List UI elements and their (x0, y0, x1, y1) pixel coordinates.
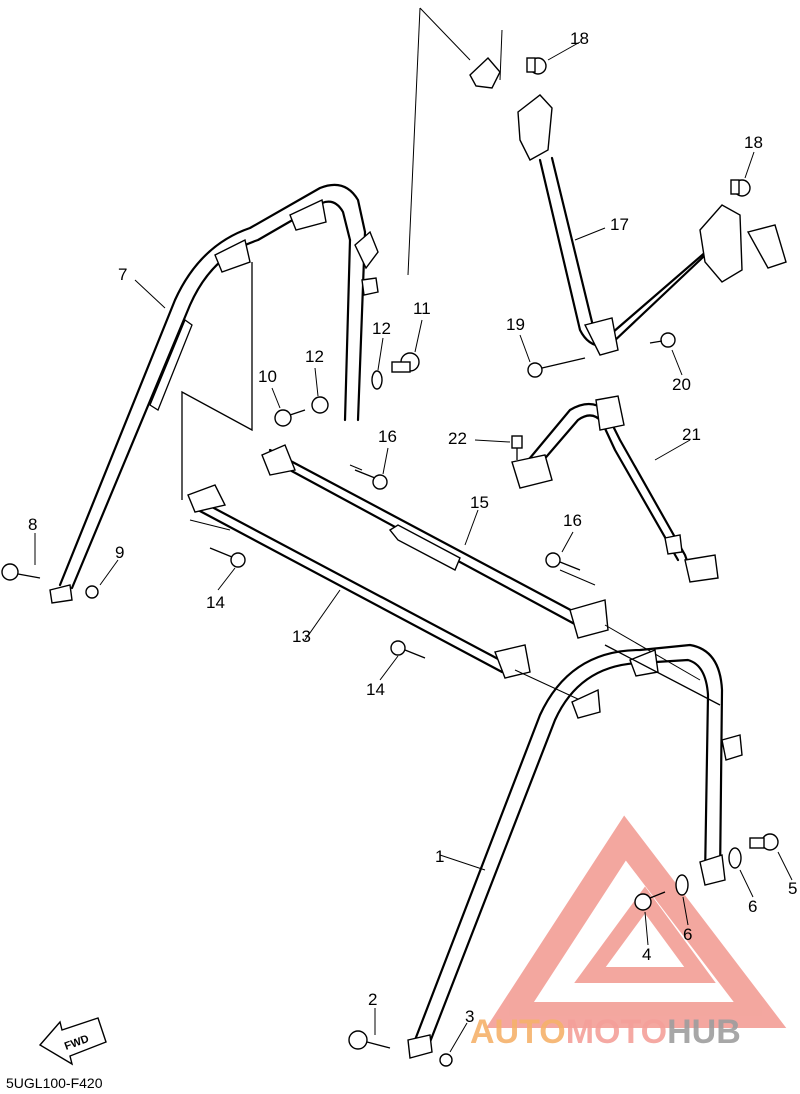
callout-19: 19 (506, 315, 525, 334)
callout-3: 3 (465, 1007, 474, 1026)
callout-13: 13 (292, 627, 311, 646)
callout-16a: 16 (378, 427, 397, 446)
callout-12b: 12 (305, 347, 324, 366)
callout-16b: 16 (563, 511, 582, 530)
callout-5: 5 (788, 879, 797, 898)
callout-6: 6 (748, 897, 757, 916)
callout-22: 22 (448, 429, 467, 448)
diagram-code: 5UGL100-F420 (6, 1075, 103, 1091)
callout-10: 10 (258, 367, 277, 386)
callout-21: 21 (682, 425, 701, 444)
callout-15: 15 (470, 493, 489, 512)
callout-4: 4 (642, 945, 651, 964)
fwd-arrow-icon: FWD (38, 1017, 107, 1066)
callout-9: 9 (115, 543, 124, 562)
callout-18b: 18 (744, 133, 763, 152)
cross-bar-13 (187, 484, 531, 679)
watermark-auto: AUTO (470, 1013, 566, 1051)
diagonal-brace (469, 56, 787, 356)
front-roll-bar (407, 643, 743, 1059)
lower-brace (511, 395, 719, 583)
callout-1: 1 (435, 847, 444, 866)
rear-roll-bar (49, 183, 379, 604)
watermark-hub: HUB (667, 1013, 741, 1051)
watermark-logo (486, 815, 787, 1028)
callout-7: 7 (118, 265, 127, 284)
callout-8: 8 (28, 515, 37, 534)
callout-11: 11 (413, 299, 431, 318)
watermark-text: AUTOMOTOHUB (470, 1013, 741, 1051)
callout-20: 20 (672, 375, 691, 394)
callout-14b: 14 (366, 680, 385, 699)
callout-2: 2 (368, 990, 377, 1009)
callout-12a: 12 (372, 319, 391, 338)
callout-18a: 18 (570, 29, 589, 48)
fasteners (1, 57, 779, 1067)
callout-17: 17 (610, 215, 629, 234)
svg-text:AUTOMOTOHUB: AUTOMOTOHUB (470, 1013, 741, 1051)
callout-14a: 14 (206, 593, 225, 612)
cross-bar-15 (261, 444, 609, 639)
callout-leaders (34, 41, 793, 1053)
callout-6b: 6 (683, 925, 692, 944)
watermark-moto: MOTO (566, 1013, 667, 1051)
callout-numbers: 1 2 3 4 5 6 6 7 8 9 10 11 12 12 13 14 14… (28, 29, 797, 1026)
